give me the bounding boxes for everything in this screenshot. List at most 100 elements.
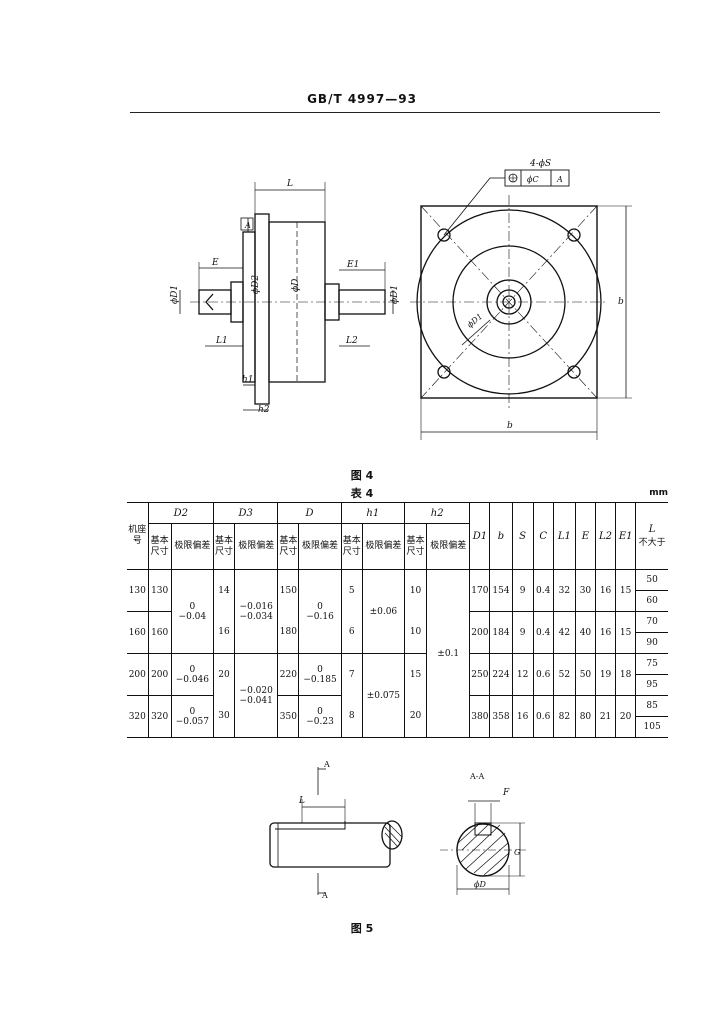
tol-line: 0 — [189, 706, 196, 717]
cell-E: 40 — [574, 611, 596, 654]
bolt-hole — [567, 228, 581, 242]
header-L: L — [648, 524, 656, 535]
header-D2-limit: 极限偏差 — [170, 523, 214, 570]
cell-h1: 8 — [340, 695, 363, 738]
cell-L: 85 — [635, 695, 668, 717]
cell-b: 358 — [489, 695, 513, 738]
cell-L1: 42 — [552, 611, 576, 654]
header-rule — [130, 112, 660, 113]
cell-E: 30 — [574, 569, 596, 612]
cell-L: 95 — [635, 674, 668, 696]
cell-E: 50 — [574, 653, 596, 696]
mounting-flange — [254, 213, 270, 405]
header-h2-basic: 基本尺寸 — [403, 523, 427, 570]
dim-b-bottom: b — [507, 421, 513, 431]
cell-h2-tol: ±0.1 — [426, 569, 470, 738]
dim-D1-right: ϕD1 — [390, 285, 400, 304]
dim-D: ϕD — [291, 279, 301, 292]
dim-b-right: b — [618, 297, 624, 307]
bolt-hole — [567, 365, 581, 379]
cell-L1: 52 — [552, 653, 576, 696]
section-mark-top: A — [323, 760, 330, 769]
cell-L: 50 — [635, 569, 668, 591]
figure-5-caption: 图 5 — [350, 922, 374, 935]
cell-D2-tol: 0 −0.046 — [170, 653, 214, 696]
cell-L: 90 — [635, 632, 668, 654]
tol-line: −0.04 — [178, 611, 207, 622]
tolerance-datum: A — [556, 175, 563, 184]
cell-h1-tol: ±0.06 — [361, 569, 405, 654]
tol-line: −0.016 — [239, 601, 273, 612]
cell-E: 80 — [574, 695, 596, 738]
cell-h2: 10 — [403, 569, 427, 612]
header-b: b — [489, 502, 513, 570]
cell-h2: 10 — [403, 611, 427, 654]
header-h2: h2 — [403, 502, 470, 524]
cell-frame: 320 — [127, 695, 149, 738]
cell-h2: 15 — [403, 653, 427, 696]
dim-L1: L1 — [215, 336, 228, 346]
tol-line: −0.23 — [306, 716, 334, 727]
table-unit: mm — [649, 488, 668, 498]
header-E: E — [574, 502, 596, 570]
cell-b: 184 — [489, 611, 513, 654]
cell-S: 12 — [511, 653, 534, 696]
cell-D-tol: 0 −0.185 — [298, 653, 342, 696]
table-row: 200 200 0 −0.046 20 −0.020 −0.041 220 0 … — [127, 653, 668, 738]
table-row: 130 130 0 −0.04 14 −0.016 −0.034 150 0 −… — [127, 569, 668, 738]
table-4: 机座号 D2 D3 D h1 h2 D1 b S C L1 E L2 E1 L … — [127, 502, 668, 738]
tol-line: −0.16 — [306, 611, 334, 622]
cell-C: 0.4 — [532, 569, 554, 612]
cell-D1: 200 — [469, 611, 490, 654]
cell-L1: 32 — [552, 569, 576, 612]
header-D3-basic: 基本尺寸 — [212, 523, 235, 570]
cell-D2-tol: 0 −0.057 — [170, 695, 214, 738]
cell-S: 9 — [511, 611, 534, 654]
shaft-side-view — [269, 822, 391, 868]
dim-L: L — [286, 179, 293, 189]
cell-D2: 200 — [147, 653, 172, 696]
dim-L2: L2 — [345, 336, 358, 346]
cell-D-tol: 0 −0.23 — [298, 695, 342, 738]
tol-line: −0.185 — [303, 674, 337, 685]
cell-D: 180 — [277, 611, 299, 654]
header-L-cell: L 不大于 — [635, 502, 668, 570]
section-title: A-A — [469, 772, 484, 781]
cell-D: 220 — [277, 653, 299, 696]
cell-h1-tol: ±0.075 — [361, 653, 405, 738]
cell-h1: 7 — [340, 653, 363, 696]
dim-D-fig5: ϕD — [474, 880, 486, 889]
header-frame: 机座号 — [127, 502, 149, 570]
cell-D: 350 — [277, 695, 299, 738]
dim-E1: E1 — [346, 260, 359, 270]
bolt-hole — [437, 365, 451, 379]
cell-frame: 130 — [127, 569, 149, 612]
tol-line: 0 — [189, 664, 196, 675]
tol-line: −0.020 — [239, 685, 273, 696]
cell-frame: 200 — [127, 653, 149, 696]
header-E1: E1 — [615, 502, 636, 570]
tol-line: −0.046 — [175, 674, 209, 685]
tol-line: −0.041 — [239, 695, 273, 706]
cell-D: 150 — [277, 569, 299, 612]
tol-line: 0 — [189, 601, 196, 612]
figure-5-drawing: A L A A-A F G ϕD — [269, 760, 526, 900]
header-D2-basic: 基本尺寸 — [147, 523, 172, 570]
header-C: C — [532, 502, 554, 570]
cell-L2: 21 — [594, 695, 616, 738]
header-h1: h1 — [340, 502, 405, 524]
cell-L: 75 — [635, 653, 668, 675]
cell-D1: 250 — [469, 653, 490, 696]
cell-h1: 6 — [340, 611, 363, 654]
cell-C: 0.4 — [532, 611, 554, 654]
cell-E1: 15 — [615, 611, 636, 654]
cell-D1: 170 — [469, 569, 490, 612]
cell-frame: 160 — [127, 611, 149, 654]
cell-S: 16 — [511, 695, 534, 738]
cell-D3: 30 — [212, 695, 235, 738]
dim-h2: h2 — [258, 405, 270, 415]
figure-4-caption: 图 4 — [350, 469, 374, 482]
table-row: 160 160 16 180 6 10 200 184 9 0.4 42 40 … — [127, 611, 668, 654]
header-D3-limit: 极限偏差 — [234, 523, 278, 570]
header-D3: D3 — [212, 502, 278, 524]
